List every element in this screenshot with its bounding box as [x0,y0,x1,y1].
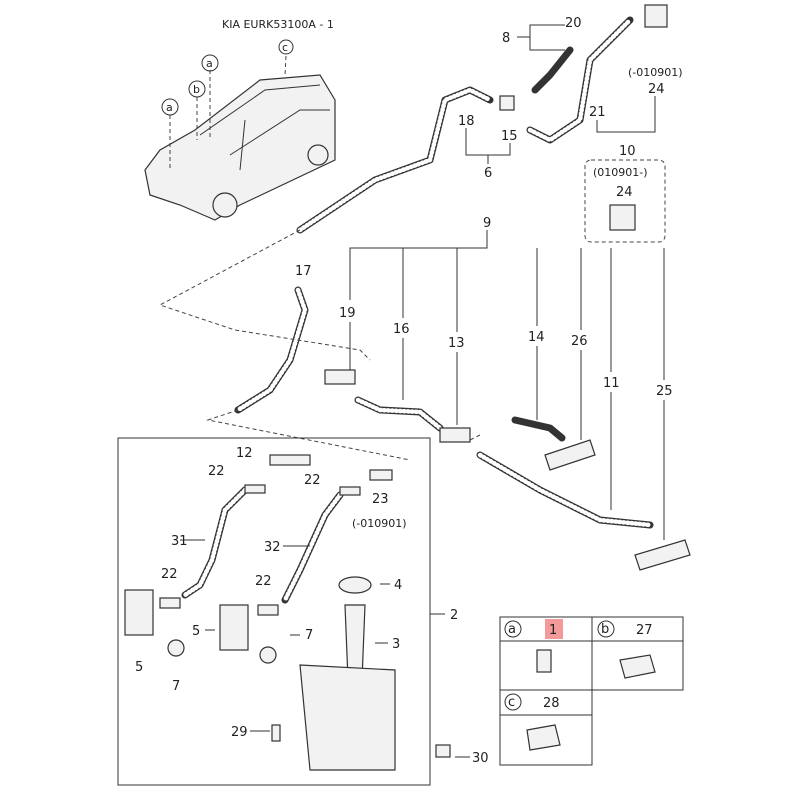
diagram-title: KIA EURK53100A - 1 [222,18,334,31]
label-16: 16 [393,322,410,337]
label-17: 17 [295,264,312,279]
legend-part-28: 28 [543,696,560,711]
label-2: 2 [450,608,458,623]
clip-27-drawing [619,654,656,679]
label-22: 22 [161,567,178,582]
label-12: 12 [236,446,253,461]
label-19: 19 [339,306,356,321]
label-5: 5 [135,660,143,675]
label-31: 31 [171,534,188,549]
callouts: c a b a [161,39,294,116]
highlight-marker [545,619,563,639]
callout-a: a [166,101,173,114]
label-5: 5 [192,624,200,639]
label-7: 7 [305,628,313,643]
label-23: 23 [372,492,389,507]
label-24: 24 [648,82,665,97]
label-3: 3 [392,637,400,652]
label-11: 11 [603,376,620,391]
label-22: 22 [208,464,225,479]
clip-28-drawing [526,724,561,751]
label-15: 15 [501,129,518,144]
label-4: 4 [394,578,402,593]
part-number-labels: 20 8 (-010901) 24 21 18 15 10 6 (010901-… [135,16,683,766]
label-29: 29 [231,725,248,740]
label-25: 25 [656,384,673,399]
label-6: 6 [484,166,492,181]
legend-part-1: 1 [549,623,557,638]
callout-c: c [282,41,288,54]
label-13: 13 [448,336,465,351]
label-24b-note: (010901-) [593,166,648,179]
callout-a: a [206,57,213,70]
clip-1-drawing [536,649,552,673]
hoses [181,16,654,604]
legend-key-a: a [508,622,516,637]
callout-b: b [193,83,200,96]
label-18: 18 [458,114,475,129]
clip-legend: a 1 b 27 c 28 [499,616,684,766]
label-22: 22 [304,473,321,488]
label-24-note: (-010901) [628,66,683,79]
label-24b: 24 [616,185,633,200]
label-7: 7 [172,679,180,694]
label-8: 8 [502,31,510,46]
label-20: 20 [565,16,582,31]
label-30: 30 [472,751,489,766]
label-26: 26 [571,334,588,349]
label-9: 9 [483,216,491,231]
legend-key-b: b [601,622,609,637]
vehicle-illustration [144,55,336,221]
leader-lines [117,24,666,786]
label-21: 21 [589,105,606,120]
components [124,4,691,771]
label-10: 10 [619,144,636,159]
label-23-note: (-010901) [352,517,407,530]
label-14: 14 [528,330,545,345]
label-32: 32 [264,540,281,555]
legend-key-c: c [508,695,515,710]
label-22: 22 [255,574,272,589]
legend-part-27: 27 [636,623,653,638]
